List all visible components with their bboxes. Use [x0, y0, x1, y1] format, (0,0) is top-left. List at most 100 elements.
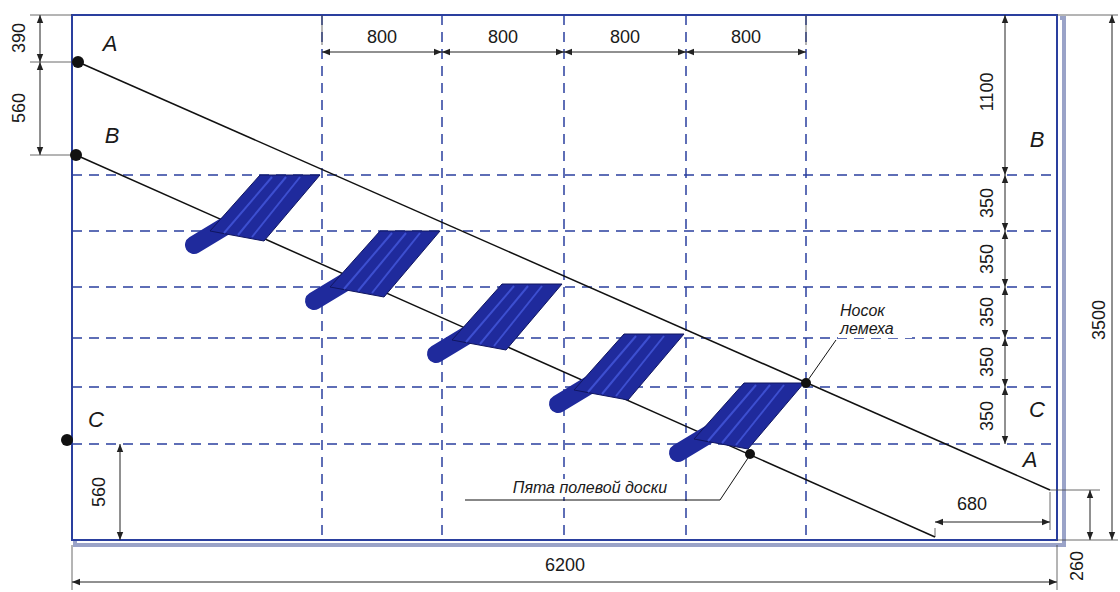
- moldboard-rib: [708, 385, 756, 441]
- grid-line: [441, 15, 443, 540]
- point-letter: B: [1030, 128, 1045, 152]
- dimension-line: [1090, 490, 1091, 540]
- extension-line: [72, 545, 73, 590]
- point-letter: C: [88, 408, 104, 432]
- frame-shadow: [75, 18, 1064, 545]
- grid-line: [321, 15, 323, 540]
- plow-bodies: [194, 175, 804, 453]
- grid-line: [72, 443, 1057, 445]
- dimension-value: 350: [978, 297, 998, 327]
- dimension-value: 260: [1068, 551, 1088, 581]
- dimension-line: [72, 582, 1057, 583]
- moldboard-rib: [494, 286, 542, 346]
- plow-body: [314, 231, 440, 301]
- grid-line: [72, 174, 1057, 176]
- share-nose-point: [801, 378, 811, 388]
- extension-line: [806, 15, 807, 45]
- callout-note: Пята полевой доски: [511, 479, 669, 497]
- line-b: [76, 155, 935, 537]
- point-b: [70, 149, 82, 161]
- dimension-line: [1005, 338, 1006, 387]
- dimension-line: [564, 52, 686, 53]
- grid-line: [72, 286, 1057, 288]
- dimension-line: [1005, 175, 1006, 231]
- moldboard: [210, 175, 320, 241]
- plow-body: [194, 175, 320, 245]
- dimension-line: [40, 15, 41, 62]
- extension-line: [935, 528, 936, 537]
- moldboard: [694, 383, 804, 449]
- moldboard-rib: [252, 177, 300, 237]
- dimension-line: [120, 444, 121, 540]
- moldboard: [452, 284, 562, 350]
- dimension-line: [1005, 387, 1006, 444]
- dimension-line: [442, 52, 564, 53]
- point-c: [61, 434, 73, 446]
- moldboard-rib: [238, 177, 286, 235]
- dimension-value: 350: [978, 188, 998, 218]
- plow-body: [678, 383, 804, 453]
- leader-line: [465, 458, 748, 500]
- field-frame: [72, 15, 1057, 540]
- extension-line: [1050, 492, 1051, 530]
- line-a: [78, 62, 1050, 490]
- heel-point: [745, 449, 755, 459]
- moldboard-rib: [358, 233, 406, 291]
- grid-line: [685, 15, 687, 540]
- dimension-line: [322, 52, 442, 53]
- extension-line: [30, 155, 76, 156]
- dimension-value: 800: [731, 28, 761, 48]
- dimension-value: 800: [488, 28, 518, 48]
- moldboard-rib: [602, 336, 650, 394]
- extension-line: [322, 15, 323, 45]
- leader-line: [808, 340, 836, 380]
- dimension-line: [1005, 231, 1006, 287]
- moldboard-rib: [736, 385, 784, 445]
- moldboard-rib: [722, 385, 770, 443]
- dimension-value: 6200: [545, 556, 585, 576]
- dimension-value: 560: [90, 477, 110, 507]
- moldboard-rib: [344, 233, 392, 289]
- dimension-value: 680: [957, 495, 987, 515]
- moldboard: [330, 231, 440, 297]
- grid-line: [72, 386, 1057, 388]
- dimension-value: 350: [978, 347, 998, 377]
- extension-line: [1057, 540, 1118, 541]
- callout-note: Носок лемеха: [838, 302, 912, 337]
- point-letter: A: [1023, 448, 1038, 472]
- dashed-grid: [72, 15, 1057, 540]
- extension-line: [1050, 490, 1100, 491]
- dimension-value: 1100: [978, 73, 998, 112]
- dimension-line: [686, 52, 806, 53]
- dimension-line: [935, 522, 1050, 523]
- dimension-line: [1112, 15, 1113, 540]
- dimension-lines: [30, 15, 1118, 590]
- point-a: [72, 56, 84, 68]
- dimension-value: 390: [10, 23, 30, 53]
- dimension-value: 350: [978, 244, 998, 274]
- dimension-line: [40, 62, 41, 155]
- plow-body: [558, 334, 684, 404]
- extension-line: [30, 15, 72, 16]
- point-letter: C: [1029, 398, 1045, 422]
- moldboard-rib: [588, 336, 636, 392]
- grid-line: [563, 15, 565, 540]
- point-letter: A: [103, 32, 118, 56]
- dimension-line: [1005, 15, 1006, 175]
- point-letter: B: [105, 124, 120, 148]
- extension-line: [1057, 545, 1058, 590]
- dimension-value: 3500: [1090, 300, 1110, 340]
- extension-line: [1057, 15, 1118, 16]
- extension-line: [30, 62, 78, 63]
- moldboard-rib: [480, 286, 528, 344]
- moldboard-rib: [466, 286, 514, 342]
- moldboard-rib: [616, 336, 664, 396]
- moldboard-rib: [372, 233, 420, 293]
- plow-body: [436, 284, 562, 354]
- dimension-value: 800: [610, 28, 640, 48]
- dimension-value: 800: [367, 28, 397, 48]
- moldboard-rib: [224, 177, 272, 233]
- moldboard: [574, 334, 684, 400]
